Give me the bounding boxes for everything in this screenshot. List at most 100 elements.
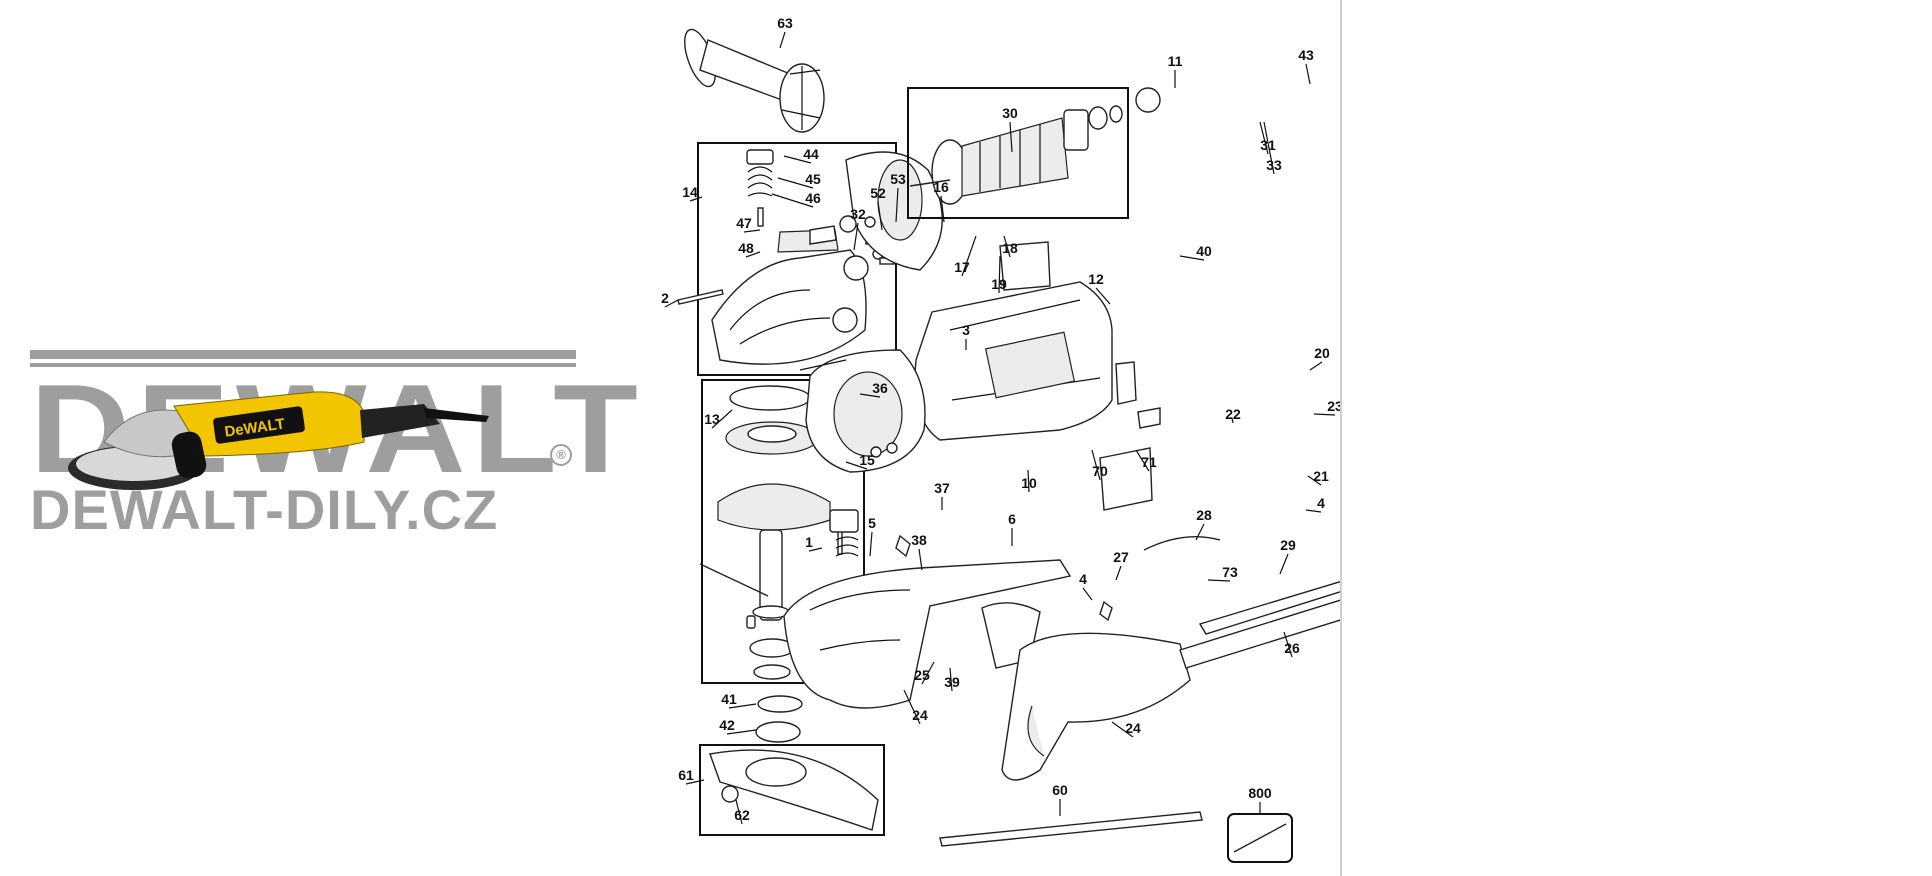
callout-label-10: 10: [1021, 475, 1037, 491]
callout-leader-73: [1207, 579, 1231, 582]
callout-leader-27: [1115, 565, 1122, 581]
callout-label-39: 39: [944, 674, 960, 690]
callout-label-27: 27: [1113, 549, 1129, 565]
callout-leader-36: [859, 393, 881, 398]
spindle-drawing: [717, 385, 843, 680]
callout-label-6: 6: [1008, 511, 1016, 527]
callout-label-4: 4: [1317, 495, 1325, 511]
callout-leader-21: [1307, 475, 1322, 486]
callout-leader-53: [895, 187, 899, 223]
callout-leader-38: [918, 548, 923, 571]
callout-label-20: 20: [1314, 345, 1330, 361]
label-40-drawing: [999, 241, 1051, 291]
callout-label-70: 70: [1092, 463, 1108, 479]
callout-leader-16: [940, 195, 945, 223]
callout-label-23: 23: [1327, 398, 1340, 414]
logo-top-bar: [30, 350, 576, 359]
callout-label-60: 60: [1052, 782, 1068, 798]
callout-leader-62: [735, 799, 743, 825]
callout-label-14: 14: [682, 184, 698, 200]
callout-label-29: 29: [1280, 537, 1296, 553]
callout-leader-41: [728, 703, 757, 709]
gear-head-drawing: [711, 149, 901, 365]
callout-leader-29: [1279, 553, 1289, 575]
callout-label-26: 26: [1284, 640, 1300, 656]
callout-label-18: 18: [1002, 240, 1018, 256]
callout-label-43: 43: [1298, 47, 1314, 63]
motor-housing-drawing: [914, 281, 1161, 511]
callout-leader-30: [1009, 121, 1013, 153]
callout-label-800: 800: [1248, 785, 1272, 801]
callout-leader-23: [1313, 413, 1336, 416]
callout-label-25: 25: [914, 667, 930, 683]
callout-label-36: 36: [872, 380, 888, 396]
callout-label-40: 40: [1196, 243, 1212, 259]
callout-label-33: 33: [1266, 157, 1282, 173]
callout-leader-40: [1179, 255, 1205, 261]
callout-leader-4: [1082, 587, 1093, 601]
callout-label-13: 13: [704, 411, 720, 427]
callout-leader-2: [664, 299, 679, 308]
callout-leader-71: [1135, 449, 1150, 472]
callout-label-41: 41: [721, 691, 737, 707]
callout-label-53: 53: [890, 171, 906, 187]
callout-label-11: 11: [1168, 53, 1183, 69]
callout-leader-25: [921, 661, 935, 685]
callout-label-38: 38: [911, 532, 927, 548]
logo-site-url: DEWALT-DILY.CZ: [30, 478, 499, 541]
callout-label-17: 17: [954, 259, 970, 275]
callout-label-4: 4: [1079, 571, 1087, 587]
armature-drawing: [909, 87, 1161, 205]
cable-29-drawing: [1198, 581, 1340, 635]
callout-leader-39: [949, 667, 953, 692]
callout-label-24: 24: [1125, 720, 1141, 736]
callout-leader-17: [961, 235, 977, 277]
callout-label-63: 63: [777, 15, 793, 31]
callout-leader-32: [853, 222, 859, 251]
callout-leader-42: [726, 729, 757, 735]
spindle-box: [701, 379, 865, 684]
flange-41-drawing: [757, 695, 803, 713]
cable-28-drawing: [1143, 535, 1221, 551]
callout-label-19: 19: [991, 276, 1007, 292]
callout-label-45: 45: [805, 171, 821, 187]
callout-leader-19: [998, 255, 1001, 294]
registered-mark: ®: [550, 444, 572, 466]
callout-leader-12: [1095, 287, 1111, 305]
logo-top-bar-thin: [30, 363, 576, 367]
side-handle-drawing: [684, 28, 825, 133]
callout-label-15: 15: [859, 452, 875, 468]
angle-grinder-photo: DeWALT: [68, 391, 489, 490]
callout-leader-13: [711, 409, 733, 429]
callout-leader-63: [779, 31, 786, 49]
callout-label-62: 62: [734, 807, 750, 823]
callout-label-30: 30: [1002, 105, 1018, 121]
callout-label-2: 2: [661, 290, 669, 306]
rear-handle-drawing: [699, 509, 1191, 781]
callout-leader-20: [1309, 361, 1323, 371]
stator-drawing: [799, 349, 926, 473]
callout-leader-33: [1263, 121, 1275, 175]
callout-label-48: 48: [738, 240, 754, 256]
callout-label-16: 16: [933, 179, 949, 195]
wrench-60-drawing: [939, 811, 1203, 847]
callout-label-42: 42: [719, 717, 735, 733]
callout-label-12: 12: [1088, 271, 1104, 287]
armature-box: [907, 87, 1129, 219]
callout-label-73: 73: [1222, 564, 1238, 580]
flange-42-drawing: [755, 721, 801, 743]
callout-label-61: 61: [678, 767, 694, 783]
part-drawings: [677, 28, 1340, 863]
callout-leader-24: [1111, 721, 1134, 738]
callout-leader-45: [777, 177, 814, 189]
callout-label-32: 32: [850, 206, 866, 222]
guard-drawing: [709, 749, 879, 831]
callout-leader-28: [1195, 523, 1205, 541]
callout-leader-70: [1091, 449, 1101, 481]
callout-label-46: 46: [805, 190, 821, 206]
callout-leader-46: [771, 193, 814, 208]
callout-label-22: 22: [1225, 406, 1241, 422]
callout-leader-43: [1305, 63, 1311, 85]
callout-leader-lines: [664, 31, 1336, 825]
